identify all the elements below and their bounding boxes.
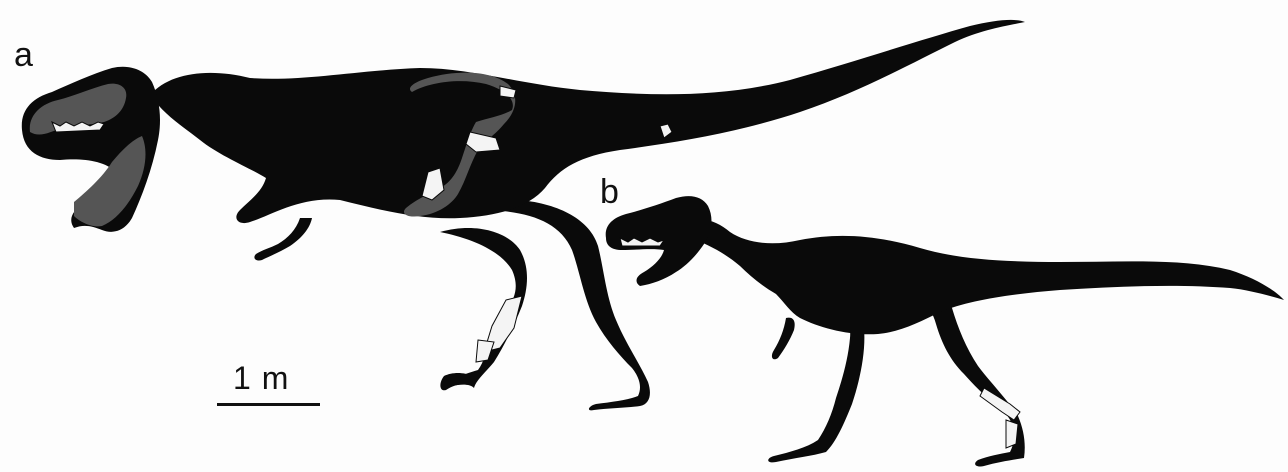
tyrannosaur-b-body (690, 220, 1284, 335)
foot-bone-b (1006, 420, 1018, 448)
tyrannosaur-a-arm (254, 218, 312, 261)
tyrannosaur-b-arm (772, 318, 795, 360)
tyrannosaur-a-body (150, 20, 1025, 223)
panel-b-label: b (600, 175, 619, 209)
scale-bar (217, 403, 320, 406)
tyrannosaur-a-silhouette (22, 20, 1025, 410)
tyrannosaur-a-foot (440, 373, 473, 390)
scale-bar-label: 1 m (233, 362, 289, 394)
tyrannosaur-b-silhouette (606, 196, 1284, 466)
panel-a-label: a (14, 38, 33, 72)
